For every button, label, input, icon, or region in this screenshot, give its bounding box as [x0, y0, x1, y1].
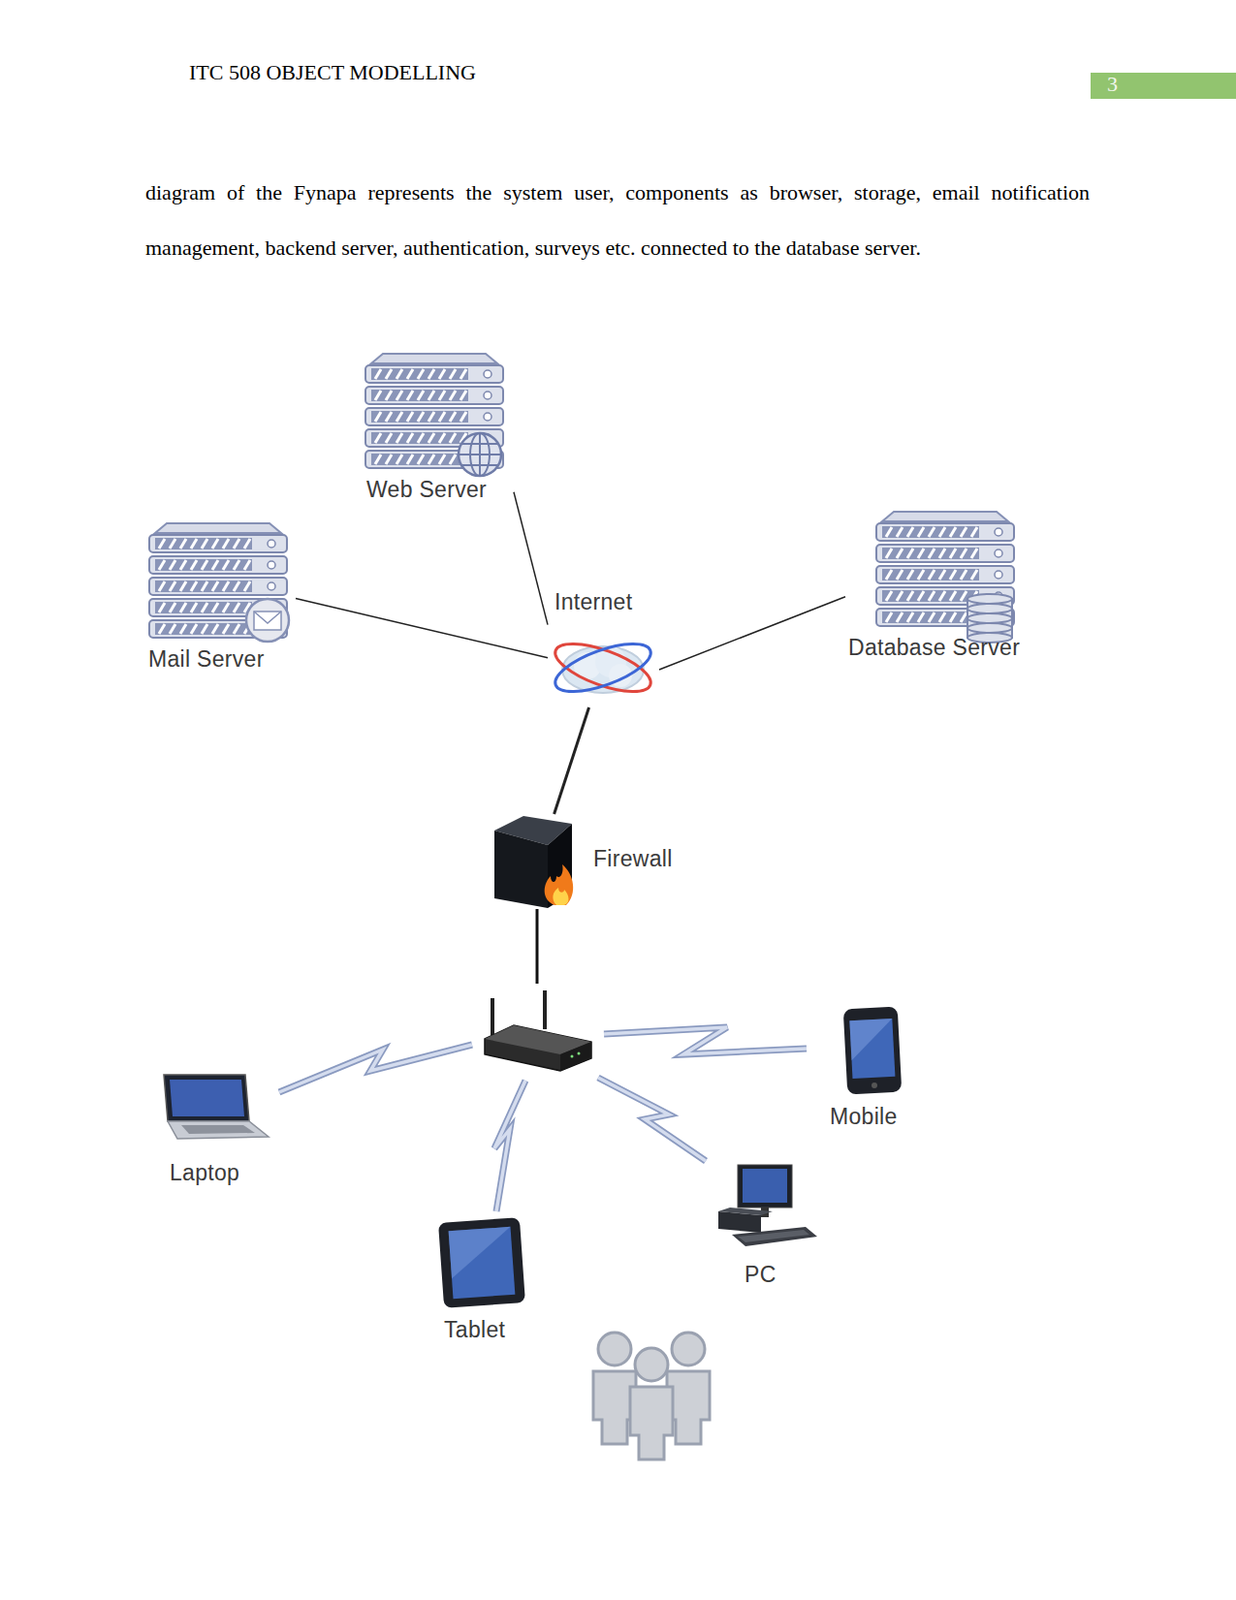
network-link [513, 492, 548, 626]
running-header: ITC 508 OBJECT MODELLING [189, 60, 476, 86]
network-device: Internet [547, 589, 660, 708]
device-label: Firewall [593, 846, 673, 873]
page-number: 3 [1107, 71, 1118, 97]
tablet-icon [439, 1218, 527, 1308]
device-label: Laptop [169, 1160, 240, 1187]
network-link [295, 599, 548, 659]
web-icon [361, 353, 508, 478]
device-label: Mobile [829, 1104, 898, 1131]
mobile-icon [843, 1006, 904, 1096]
device-label: PC [744, 1262, 777, 1289]
wireless-router [484, 990, 592, 1072]
network-link [659, 597, 846, 670]
network-device: Database Server [845, 508, 1046, 669]
network-device: Mail Server [140, 518, 296, 679]
internet-icon [550, 633, 656, 703]
mail-icon [145, 523, 291, 648]
device-label: Tablet [443, 1317, 506, 1344]
page-number-bar [1090, 72, 1236, 99]
network-link [554, 707, 590, 815]
network-device: Firewall [492, 814, 698, 910]
pc-icon [712, 1163, 818, 1253]
device-label: Mail Server [148, 646, 265, 673]
network-device: Web Server [358, 350, 514, 508]
body-paragraph: diagram of the Fynapa represents the sys… [145, 164, 1090, 276]
network-device: Mobile [825, 1003, 921, 1135]
db-icon [872, 511, 1018, 636]
users-group-icon [593, 1332, 710, 1460]
network-device: Laptop [159, 1071, 272, 1193]
firewall-router-cable [536, 909, 539, 984]
device-label: Web Server [366, 476, 487, 504]
network-device: Tablet [438, 1216, 529, 1350]
laptop-icon [159, 1073, 269, 1141]
device-label: Internet [554, 589, 633, 616]
network-device: PC [710, 1161, 820, 1294]
device-label: Database Server [848, 634, 1020, 662]
firewall-icon [494, 816, 578, 909]
